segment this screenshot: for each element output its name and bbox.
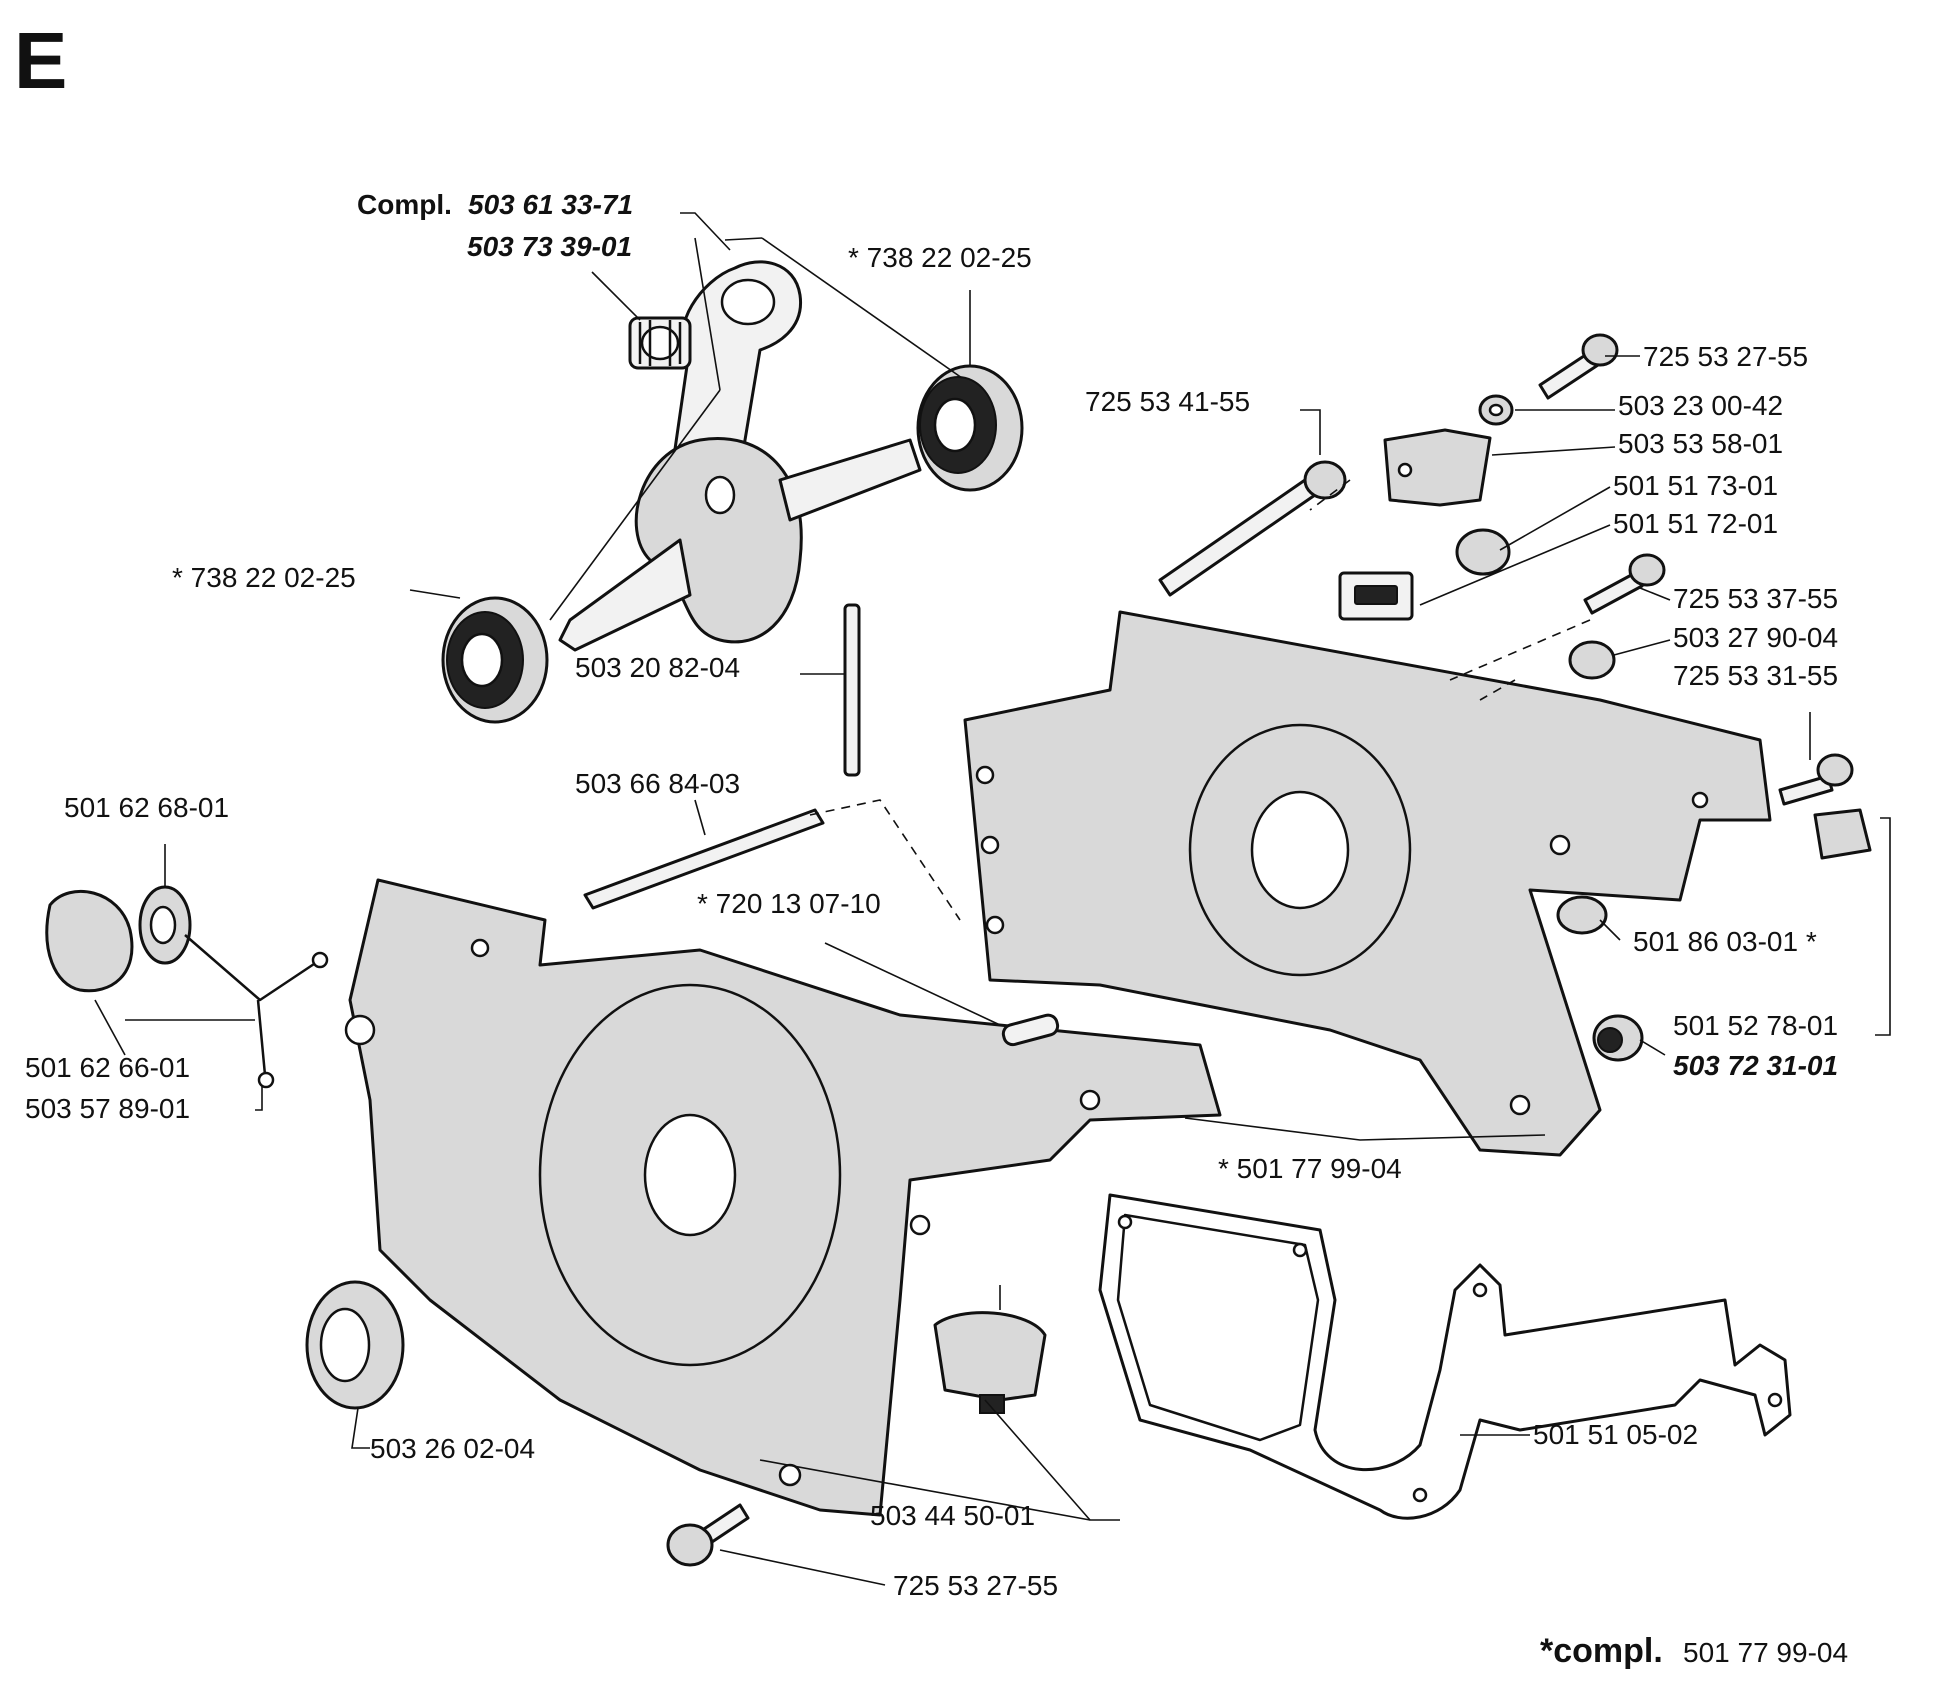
section-letter: E <box>14 16 67 105</box>
cover-plug <box>933 1311 1047 1414</box>
label-screw-bottom: 725 53 27-55 <box>893 1570 1058 1601</box>
filler-cap <box>45 885 329 1089</box>
needle-bearing <box>628 316 692 370</box>
label-grommet: 501 86 03-01 * <box>1633 926 1817 957</box>
footer-number: 501 77 99-04 <box>1683 1637 1848 1668</box>
screw-side <box>1778 753 1854 806</box>
label-screw-top-right: 725 53 27-55 <box>1643 341 1808 372</box>
label-tube: 503 66 84-03 <box>575 768 740 799</box>
stud <box>843 603 861 777</box>
crank-pin <box>704 475 736 515</box>
plug-c <box>1568 640 1616 680</box>
label-stud: 503 20 82-04 <box>575 652 740 683</box>
tube <box>583 808 825 910</box>
label-plug-c: 503 27 90-04 <box>1673 622 1838 653</box>
label-crankshaft-compl-number: 503 61 33-71 <box>468 189 633 220</box>
label-cap-strap: 501 62 66-01 <box>25 1052 190 1083</box>
conrod-small-end <box>720 278 776 326</box>
pin <box>1001 1013 1060 1047</box>
label-bracket: 503 53 58-01 <box>1618 428 1783 459</box>
long-screw-top <box>1158 460 1347 597</box>
label-screw-side: 725 53 31-55 <box>1673 660 1838 691</box>
label-cap-ring: 503 57 89-01 <box>25 1093 190 1124</box>
label-bearing-left: * 738 22 02-25 <box>172 562 356 593</box>
label-oil-plug-alt: 503 72 31-01 <box>1673 1050 1838 1081</box>
leader-lines <box>94 212 1891 1586</box>
label-screw-top: 725 53 41-55 <box>1085 386 1250 417</box>
label-seal: 503 26 02-04 <box>370 1433 535 1464</box>
label-cap: 501 62 68-01 <box>64 792 229 823</box>
label-washer: 503 23 00-42 <box>1618 390 1783 421</box>
label-compl: Compl. <box>357 189 452 220</box>
label-plug-a: 501 51 73-01 <box>1613 470 1778 501</box>
crankcase-left-body <box>348 878 1222 1517</box>
label-screw-mid: 725 53 37-55 <box>1673 583 1838 614</box>
crank-shaft-right <box>778 438 922 522</box>
oil-seal <box>305 1280 405 1410</box>
label-plug-b: 501 51 72-01 <box>1613 508 1778 539</box>
part-labels: Compl. 503 61 33-71 503 73 39-01 * 738 2… <box>25 189 1838 1601</box>
label-needle-bearing: 503 73 39-01 <box>467 231 632 262</box>
label-oil-plug: 501 52 78-01 <box>1673 1010 1838 1041</box>
phantom-lines <box>809 479 1591 921</box>
ball-bearing-right <box>916 364 1024 492</box>
label-cover-plug: 503 44 50-01 <box>870 1500 1035 1531</box>
grommet <box>1556 895 1608 935</box>
label-bearing-right: * 738 22 02-25 <box>848 242 1032 273</box>
crankshaft-assembly <box>441 260 1024 777</box>
label-gasket: 501 51 05-02 <box>1533 1419 1698 1450</box>
screw-bottom <box>666 1503 750 1567</box>
crank-shaft-left <box>558 538 692 652</box>
crankcase-left-half <box>344 878 1222 1517</box>
gasket <box>1098 1193 1792 1520</box>
crankcase-left-bore <box>643 1113 737 1237</box>
screw-top-right <box>1538 333 1619 400</box>
label-crankcase: * 501 77 99-04 <box>1218 1153 1402 1184</box>
screw-mid <box>1583 553 1666 615</box>
plug-a <box>1455 528 1511 576</box>
side-plate <box>1813 808 1872 860</box>
crankcase-right-body <box>963 610 1772 1157</box>
bracket <box>1383 428 1492 507</box>
ball-bearing-left <box>441 596 549 724</box>
label-pin: * 720 13 07-10 <box>697 888 881 919</box>
footer-prefix: *compl. <box>1540 1632 1663 1670</box>
crankcase-right-half <box>963 610 1772 1157</box>
crankcase-right-bore <box>1250 790 1350 910</box>
